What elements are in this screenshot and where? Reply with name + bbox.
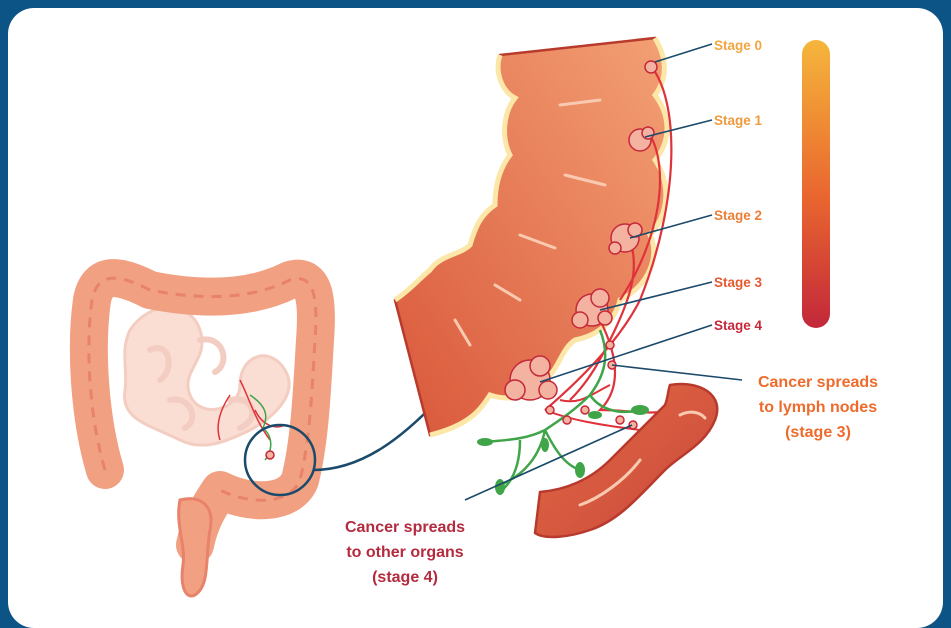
organs-callout-line3: (stage 4) <box>372 569 438 586</box>
colon-cancer-stages-diagram: Stage 0 Stage 1 Stage 2 Stage 3 Stage 4 … <box>0 0 951 611</box>
lymph-callout-line2: to lymph nodes <box>759 399 877 416</box>
magnifier-arrow <box>313 400 438 470</box>
organs-callout: Cancer spreads to other organs (stage 4) <box>345 519 465 586</box>
zoomed-colon-section <box>395 38 717 537</box>
lymph-callout-line3: (stage 3) <box>785 424 851 441</box>
stage-4-label: Stage 4 <box>714 318 763 333</box>
stage-0-label: Stage 0 <box>714 38 762 53</box>
other-organ <box>535 384 717 537</box>
rectum <box>179 499 211 596</box>
lymph-callout-line1: Cancer spreads <box>758 374 878 391</box>
stage-3-label: Stage 3 <box>714 275 763 290</box>
severity-scale-bar <box>802 40 830 328</box>
tumor-stage-0 <box>645 61 657 73</box>
organs-callout-line1: Cancer spreads <box>345 519 465 536</box>
stage-2-label: Stage 2 <box>714 208 762 223</box>
overview-tumor <box>266 451 274 459</box>
organs-callout-line2: to other organs <box>346 544 463 561</box>
lymph-callout: Cancer spreads to lymph nodes (stage 3) <box>758 374 878 441</box>
stage-1-label: Stage 1 <box>714 113 763 128</box>
